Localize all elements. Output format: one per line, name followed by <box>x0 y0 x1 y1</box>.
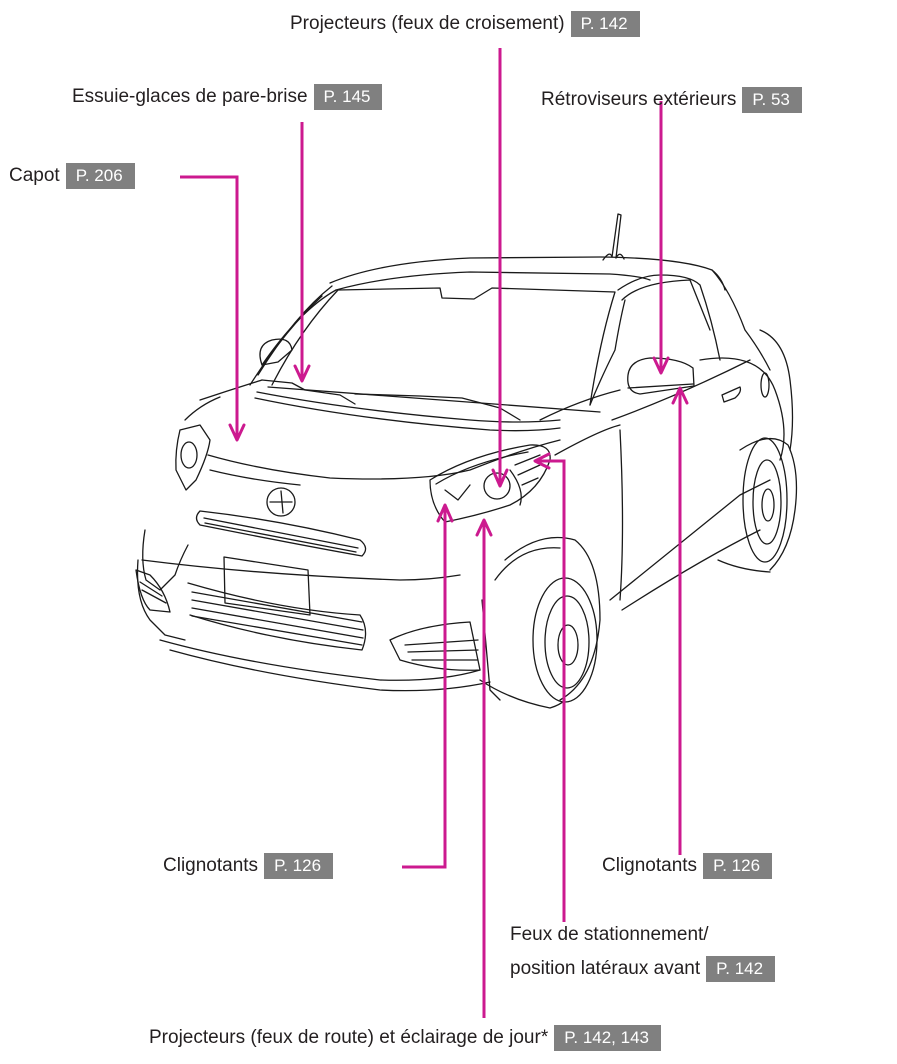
car-outline <box>135 213 798 709</box>
callout-label: Capot <box>9 165 60 186</box>
page-reference-link[interactable]: P. 126 <box>703 853 773 879</box>
page-reference-link[interactable]: P. 206 <box>65 163 135 189</box>
callout-label-line2: position latéraux avant <box>510 958 701 979</box>
page-reference-link[interactable]: P. 142 <box>570 11 640 37</box>
callout-projecteurs-croisement: Projecteurs (feux de croisement)P. 142 <box>290 11 640 37</box>
callout-lines <box>180 48 689 1018</box>
callout-label: Clignotants <box>163 855 259 876</box>
callout-label: Rétroviseurs extérieurs <box>541 89 737 110</box>
callout-label: Projecteurs (feux de croisement) <box>290 13 565 34</box>
callout-label: Essuie-glaces de pare-brise <box>72 86 308 107</box>
callout-label: Clignotants <box>602 855 698 876</box>
callout-projecteurs-route: Projecteurs (feux de route) et éclairage… <box>149 1025 661 1051</box>
callout-label-line1: Feux de stationnement/ <box>510 924 709 945</box>
page-reference-link[interactable]: P. 126 <box>264 853 334 879</box>
page-reference-link[interactable]: P. 145 <box>313 84 383 110</box>
callout-feux-stationnement: Feux de stationnement/ position latéraux… <box>510 924 776 982</box>
page-reference-link[interactable]: P. 142, 143 <box>554 1025 661 1051</box>
page-reference-link[interactable]: P. 142 <box>706 956 776 982</box>
page-reference-link[interactable]: P. 53 <box>742 87 802 113</box>
callout-label: Projecteurs (feux de route) et éclairage… <box>149 1027 549 1048</box>
